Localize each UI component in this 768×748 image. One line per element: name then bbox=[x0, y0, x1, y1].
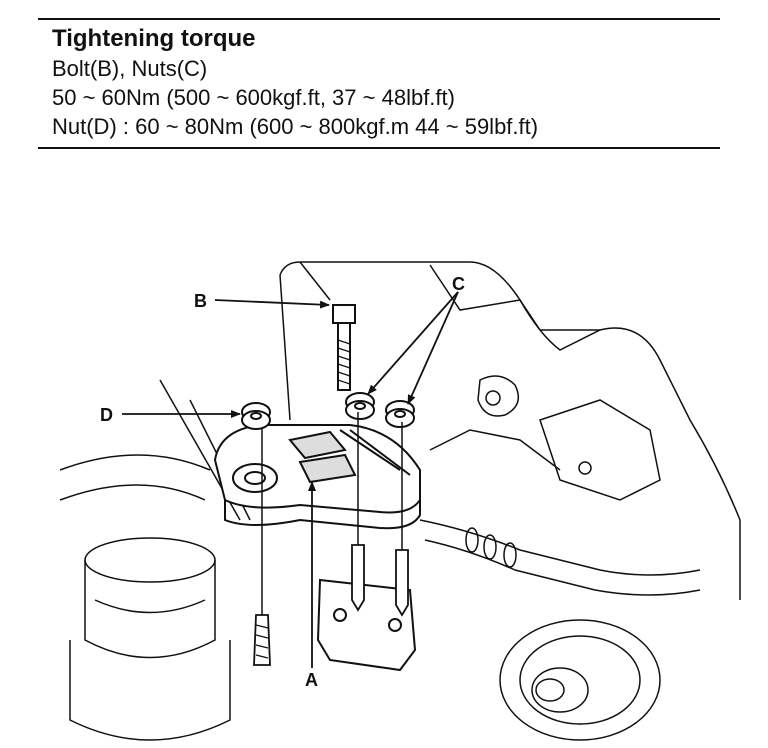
callout-label-c: C bbox=[452, 274, 465, 294]
callout-label-b: B bbox=[194, 291, 207, 311]
nut-c-right bbox=[385, 400, 415, 428]
stud-dashed-guides bbox=[261, 412, 403, 615]
callout-label-d: D bbox=[100, 405, 113, 425]
bottom-rule bbox=[38, 147, 720, 149]
spec-title: Tightening torque bbox=[52, 25, 256, 52]
spec-line-3: Nut(D) : 60 ~ 80Nm (600 ~ 800kgf.m 44 ~ … bbox=[52, 114, 539, 139]
studs bbox=[253, 544, 409, 666]
nut-d bbox=[241, 402, 271, 430]
nut-c-left bbox=[345, 392, 375, 420]
spec-line-2: 50 ~ 60Nm (500 ~ 600kgf.ft, 37 ~ 48lbf.f… bbox=[52, 85, 455, 110]
mounting-bracket bbox=[213, 424, 421, 530]
callout-label-a: A bbox=[305, 670, 318, 690]
pulley bbox=[499, 619, 661, 741]
spec-line-1: Bolt(B), Nuts(C) bbox=[52, 56, 208, 81]
lower-mount-block bbox=[316, 578, 417, 672]
reservoir-cap bbox=[69, 537, 231, 741]
hose bbox=[419, 519, 701, 596]
callout-leaders bbox=[122, 291, 459, 668]
torque-spec-panel: Tightening torque Bolt(B), Nuts(C) 50 ~ … bbox=[38, 18, 720, 149]
bolt-b bbox=[332, 304, 356, 391]
top-rule bbox=[38, 18, 720, 20]
background-engine-outline bbox=[59, 261, 741, 600]
